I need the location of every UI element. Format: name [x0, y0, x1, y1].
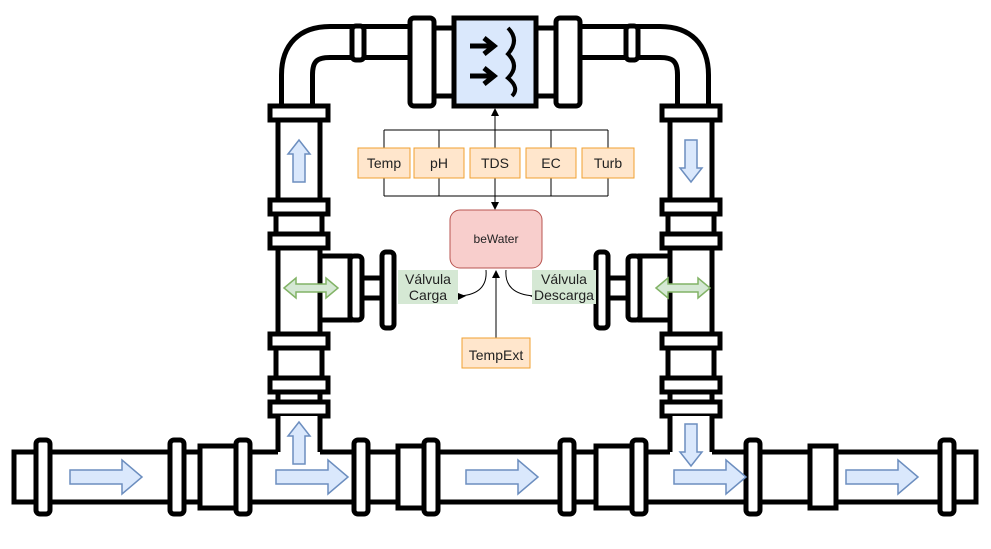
- valve-load-line2: Carga: [409, 287, 447, 303]
- valve-label-load: Válvula Carga: [398, 270, 458, 304]
- sensor-label-tds: TDS: [481, 155, 509, 171]
- flow-arrow-icon: [286, 138, 704, 468]
- sensor-label-turb: Turb: [594, 155, 622, 171]
- top-loop-pipe: [279, 24, 711, 130]
- controller-label: beWater: [474, 232, 519, 246]
- bidirectional-arrow-icon: [282, 276, 712, 300]
- sensor-box-ec: EC: [525, 147, 577, 179]
- sensor-box-tempext: TempExt: [461, 337, 531, 369]
- valve-icon: [593, 249, 643, 331]
- valve-label-discharge: Válvula Descarga: [532, 270, 596, 304]
- sensor-label-ph: pH: [430, 155, 448, 171]
- sensor-label-ec: EC: [541, 155, 560, 171]
- top-loop-couplings: [349, 23, 641, 63]
- valve-discharge-line2: Descarga: [534, 287, 594, 303]
- sensor-box-temp: Temp: [357, 147, 411, 179]
- valve-load-line1: Válvula: [405, 271, 451, 287]
- left-riser-pipe: [267, 103, 353, 455]
- flow-arrow-icon: [69, 458, 920, 496]
- sensor-box-tds: TDS: [469, 147, 521, 179]
- connector-arrowheads: [458, 108, 538, 300]
- right-riser-pipe: [637, 103, 723, 455]
- sensor-label-temp: Temp: [367, 155, 401, 171]
- main-pipeline: [11, 416, 979, 517]
- filter-icon: [407, 15, 583, 109]
- bewater-controller: beWater: [449, 209, 543, 269]
- valve-connectors: [459, 269, 535, 297]
- sensor-box-turb: Turb: [581, 147, 635, 179]
- valve-discharge-line1: Válvula: [541, 271, 587, 287]
- sensor-box-ph: pH: [413, 147, 465, 179]
- sensor-label-tempext: TempExt: [469, 347, 524, 363]
- valve-icon: [347, 249, 397, 331]
- sensor-bus: [383, 112, 609, 338]
